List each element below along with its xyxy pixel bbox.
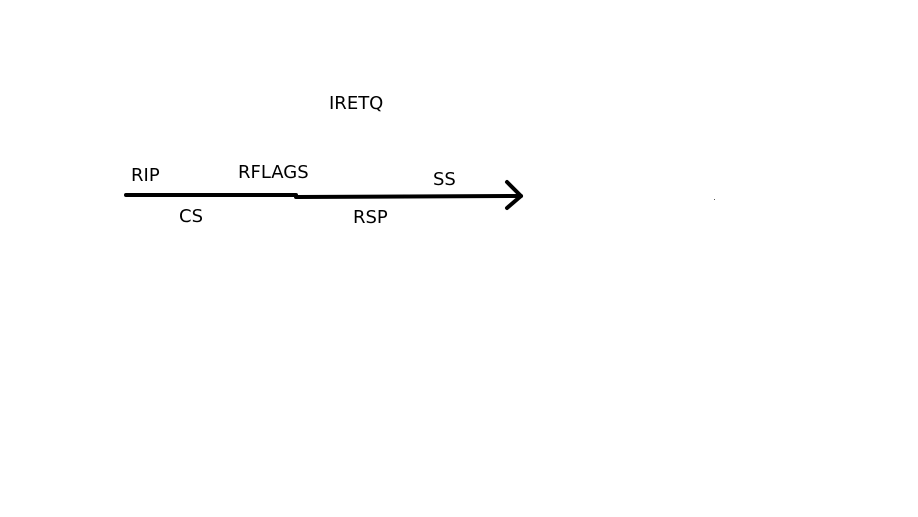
label-rflags: RFLAGS — [238, 162, 309, 183]
stack-arrow-line-right — [294, 194, 523, 199]
arrowhead-icon — [505, 180, 523, 210]
label-ss: SS — [433, 169, 456, 190]
label-rip: RIP — [131, 165, 160, 186]
label-cs: CS — [179, 206, 203, 227]
label-rsp: RSP — [353, 207, 388, 228]
diagram-title: IRETQ — [329, 93, 384, 114]
stray-dot — [714, 199, 715, 200]
